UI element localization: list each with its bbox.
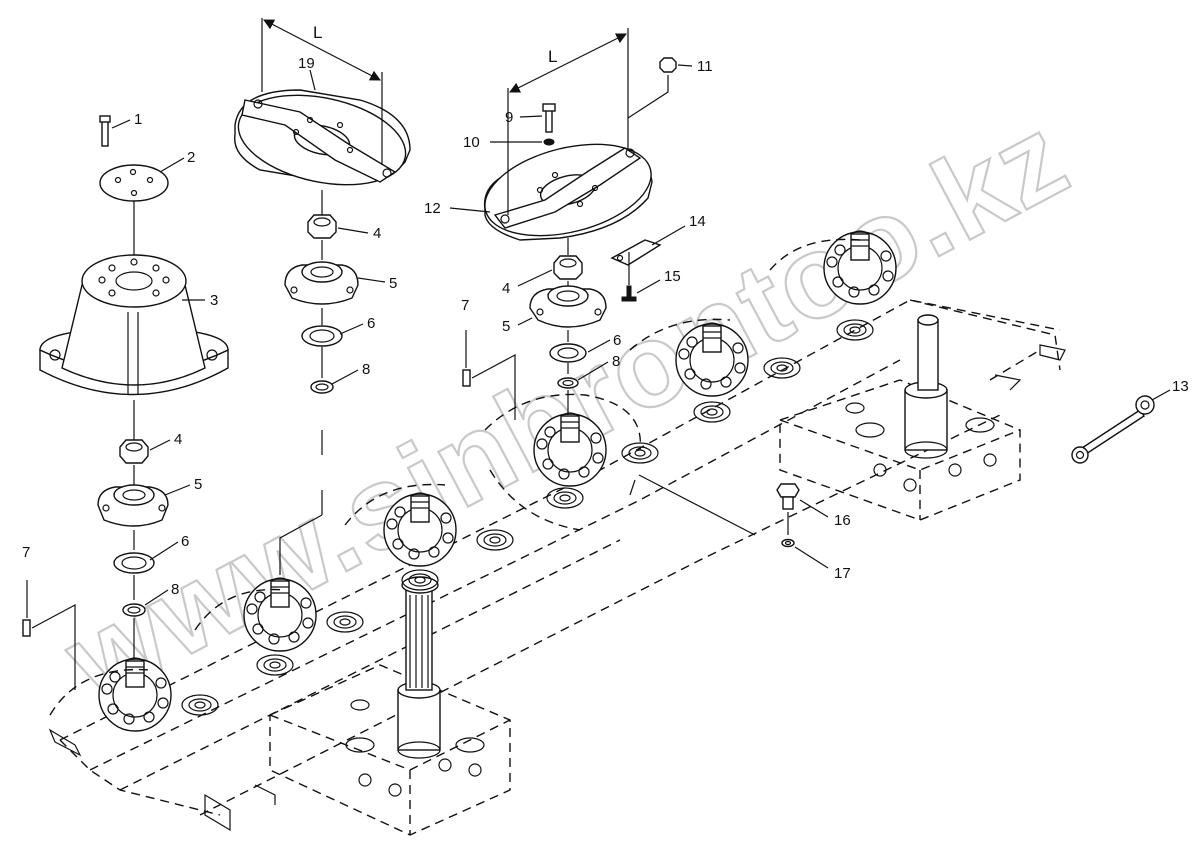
hub-4 — [533, 412, 607, 487]
callout-9: 9 — [505, 109, 513, 126]
dimension-l-left: L — [261, 18, 383, 165]
callout-6-right: 6 — [613, 332, 621, 349]
pin-7-right — [462, 369, 471, 387]
washer-8-left — [122, 603, 146, 617]
callout-17: 17 — [834, 565, 851, 582]
callout-11: 11 — [697, 58, 713, 75]
cutting-disc-19 — [234, 89, 411, 186]
washer-8-mid — [310, 380, 334, 394]
callout-6-mid: 6 — [367, 315, 375, 332]
pin-7-left — [22, 619, 31, 637]
bearing-housing-5-mid — [284, 261, 359, 305]
callout-4-left: 4 — [174, 431, 182, 448]
bolt-1 — [99, 115, 111, 147]
bolt-9 — [542, 103, 556, 133]
callout-13: 13 — [1172, 378, 1189, 395]
callout-16: 16 — [834, 512, 851, 529]
bearing-housing-5-left — [97, 484, 169, 527]
washer-17 — [781, 538, 795, 548]
callout-15: 15 — [664, 268, 681, 285]
disc-sweep-arcs — [49, 238, 861, 716]
callout-4-mid: 4 — [373, 225, 381, 242]
nut-11 — [659, 57, 677, 73]
bearing-housing-5-right — [529, 285, 607, 328]
callout-6-left: 6 — [181, 533, 189, 550]
callout-5-mid: 5 — [389, 275, 397, 292]
seal-6-left — [113, 552, 155, 574]
hub-5 — [675, 322, 749, 397]
callout-4-right: 4 — [502, 280, 510, 297]
callout-2: 2 — [187, 149, 195, 166]
nut-4-right — [553, 255, 583, 280]
seal-6-right — [549, 343, 587, 363]
callout-5-left: 5 — [194, 476, 202, 493]
bolt-16 — [776, 483, 800, 510]
dimension-l-label-2: L — [548, 47, 557, 66]
drum-cone-3 — [39, 254, 229, 396]
washer-10 — [543, 138, 555, 146]
gearbox-center — [269, 576, 511, 836]
washer-8-right — [557, 377, 579, 389]
callout-14: 14 — [689, 213, 706, 230]
callout-8-left: 8 — [171, 581, 179, 598]
callout-8-right: 8 — [612, 353, 620, 370]
callout-1: 1 — [134, 111, 142, 128]
callout-5-right: 5 — [502, 318, 510, 335]
wrench-13 — [1071, 395, 1155, 464]
blade-bolt-15 — [621, 285, 637, 302]
seal-6-mid — [301, 325, 343, 347]
callout-7-right: 7 — [461, 297, 469, 314]
hub-6 — [823, 230, 897, 305]
dimension-l-right: L — [507, 28, 629, 215]
callout-3: 3 — [210, 292, 218, 309]
callout-12: 12 — [424, 200, 441, 217]
cutting-disc-12 — [483, 143, 653, 241]
callout-10: 10 — [463, 134, 480, 151]
dimension-l-label-1: L — [313, 23, 322, 42]
cover-plate-2 — [99, 164, 169, 202]
callout-leaders — [111, 64, 1171, 606]
callout-19: 19 — [298, 55, 315, 72]
nut-4-mid — [307, 214, 337, 239]
callout-8-mid: 8 — [362, 361, 370, 378]
gearbox-right — [779, 314, 1021, 521]
hub-3 — [383, 492, 457, 567]
hub-1 — [98, 657, 172, 732]
callout-7-left: 7 — [22, 544, 30, 561]
nut-4-left — [119, 439, 149, 464]
blade-14 — [610, 239, 662, 266]
hub-2 — [243, 577, 317, 652]
